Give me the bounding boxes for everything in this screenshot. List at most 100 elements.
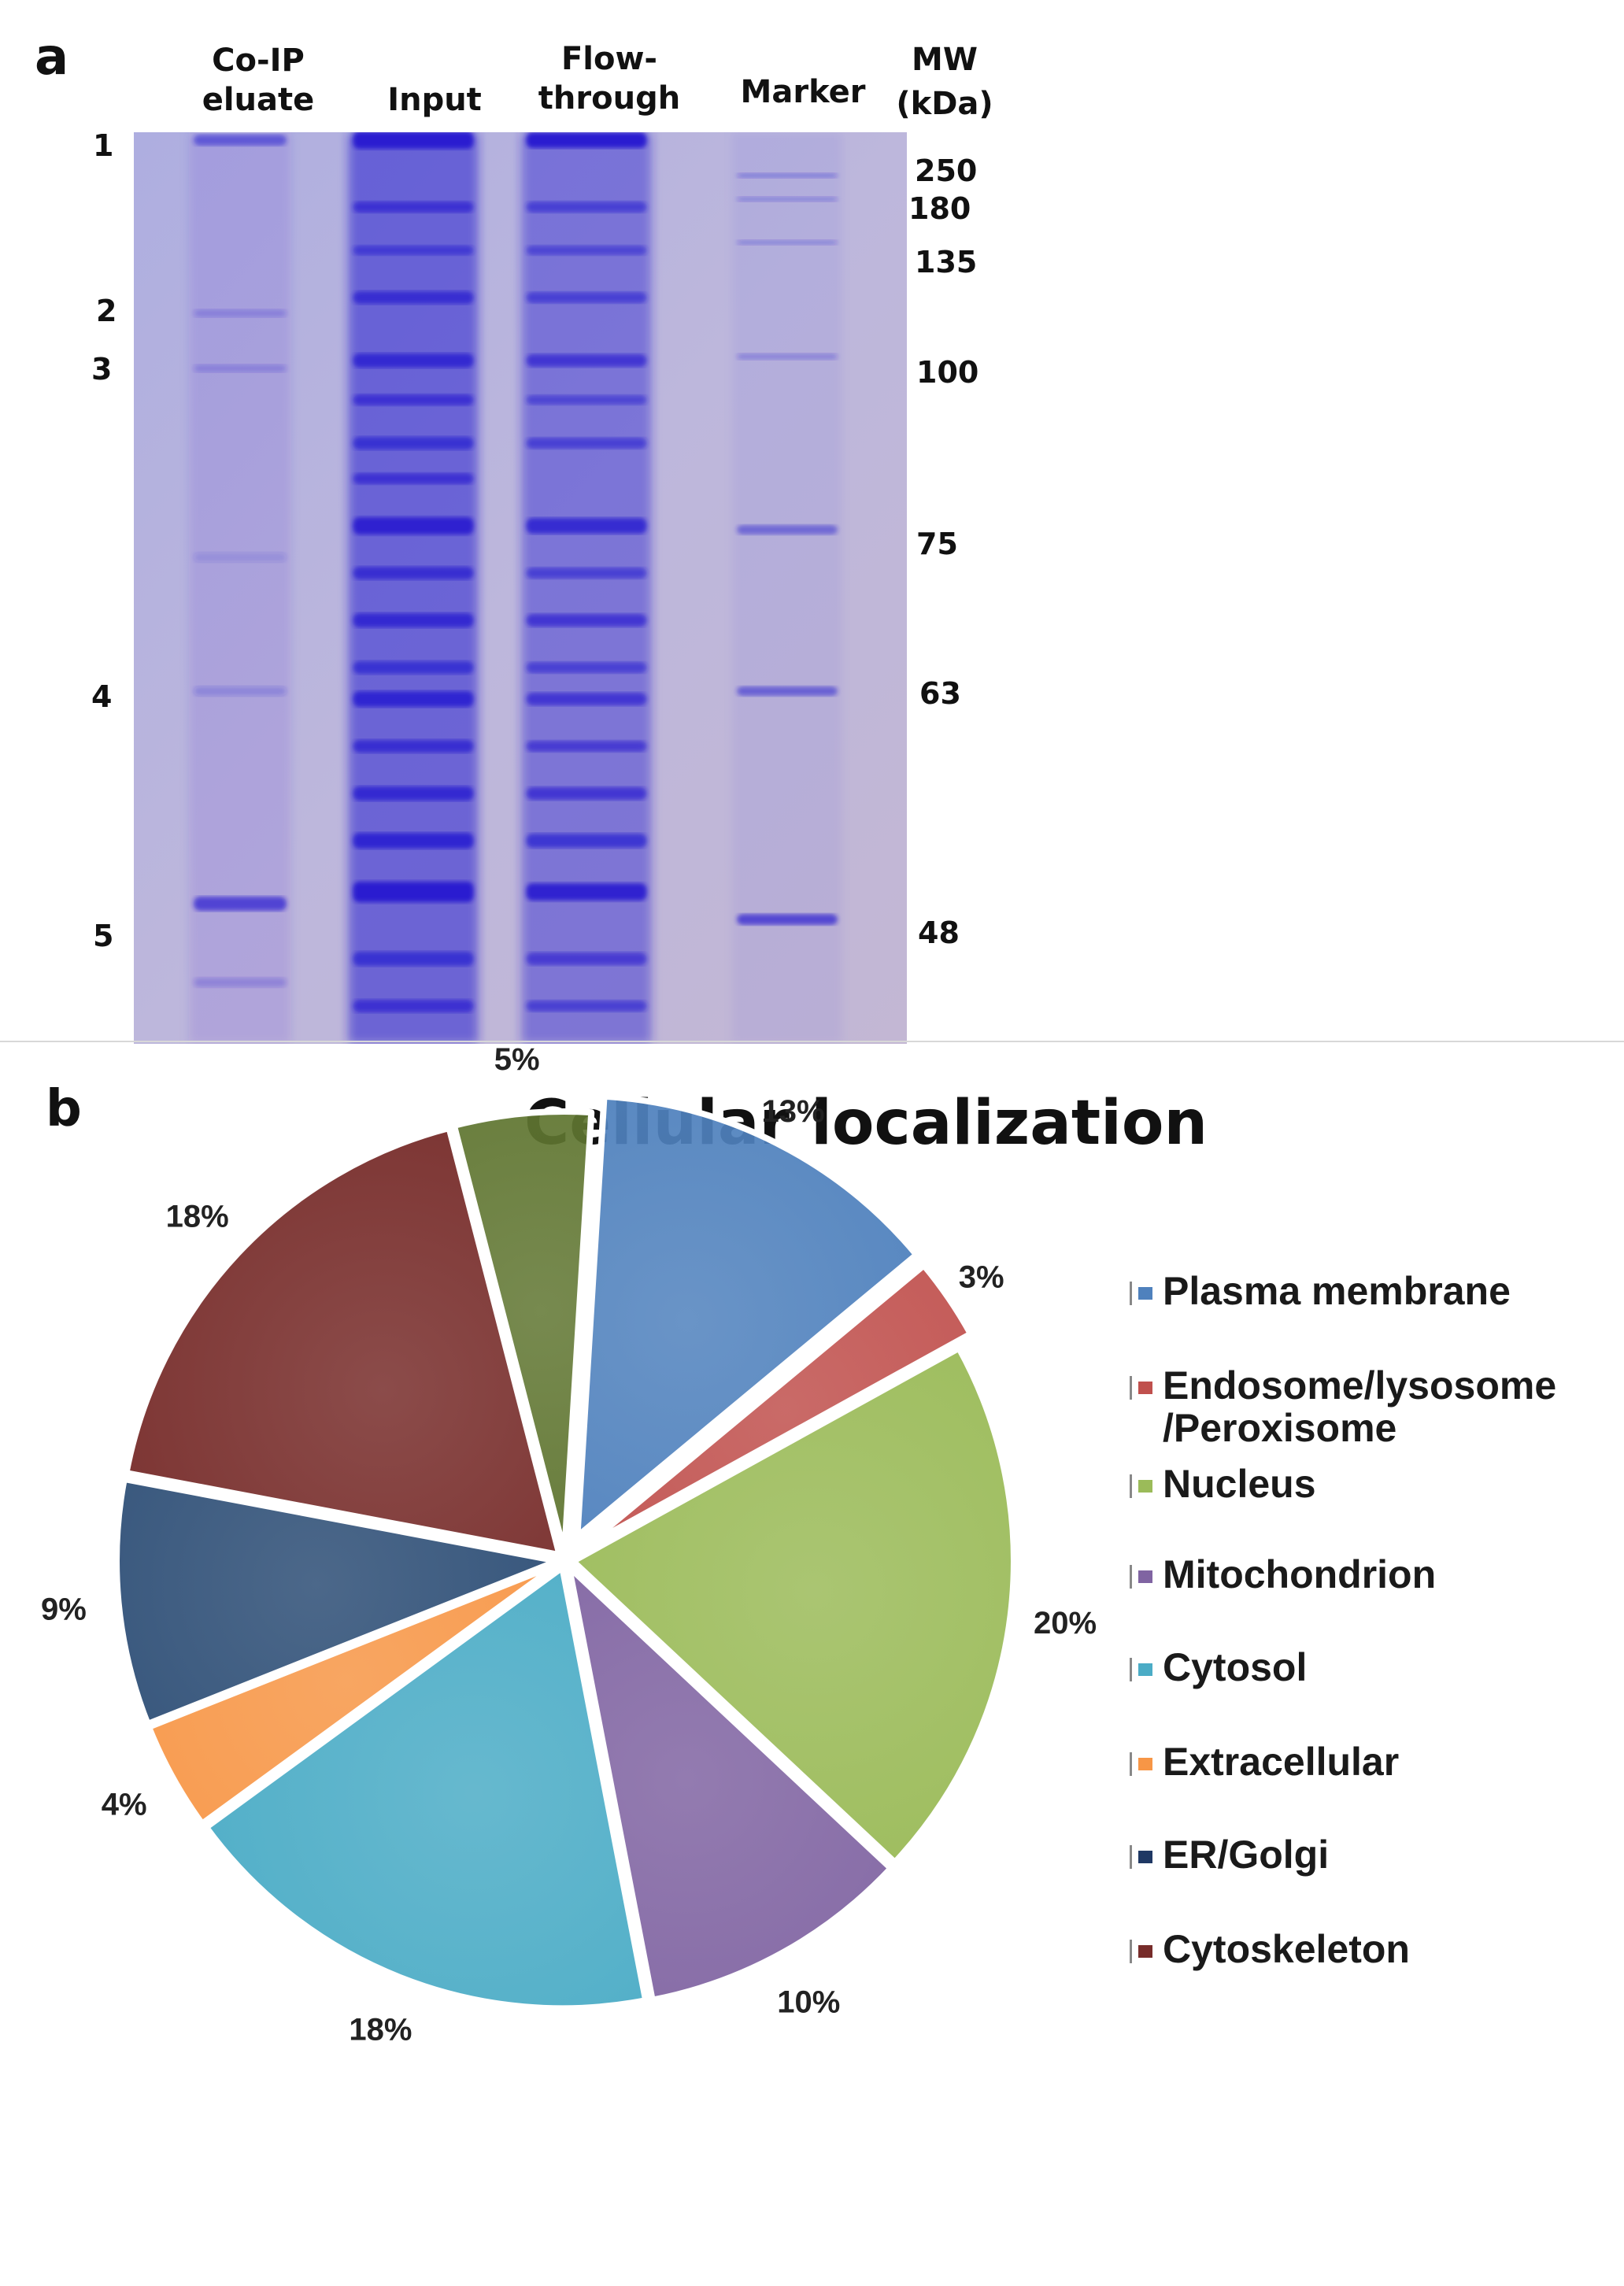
pie-slice-bevel [575,1095,919,1540]
gel-band [353,1000,474,1012]
lane-header-flowthrough-line2: through [538,80,681,117]
gel-lane-smear [521,132,652,1044]
legend-label: Cytoskeleton [1163,1927,1410,1971]
lane-header-coip: Co-IP eluate [164,41,353,120]
gel-svg [134,132,907,1044]
gel-band [353,291,474,304]
mw-header-line2: (kDa) [896,86,993,122]
lane-header-input-line2: Input [387,82,482,118]
mw-header-line1: MW [912,42,978,78]
pie-label-4pct: 4% [102,1787,147,1822]
gel-lane-marker [732,132,842,1044]
lane-header-marker-line1 [708,33,897,72]
band-number-5: 5 [93,919,114,953]
gel-band [526,1001,647,1012]
pie-slice-bevel [146,1563,560,1825]
pie-slice-mitochondrion [565,1563,894,2003]
pie-svg: 13%3%20%10%18%4%9%18%5% [41,1042,1097,2047]
gel-band [526,952,647,965]
pie-slice-unlabeled [450,1108,595,1556]
gel-band [353,437,474,449]
gel-band [526,292,647,303]
lane-header-input-line1 [340,41,529,80]
legend-label: Endosome/lysosome/Peroxisome [1163,1363,1557,1450]
lane-header-flowthrough: Flow- through [515,39,704,118]
gel-band [353,691,474,707]
gel-band [194,135,287,146]
gel-band [526,787,647,800]
pie-slice-cytoskeleton [123,1125,563,1559]
gel-lane-smear [348,132,479,1044]
gel-band [737,914,838,925]
gel-band [194,364,287,372]
legend-swatch [1130,1565,1156,1589]
legend-label: ER/Golgi [1163,1833,1330,1877]
gel-band [737,686,838,696]
legend-label: Cytosol [1163,1645,1308,1689]
legend-swatch [1130,1752,1156,1776]
pie-label-3pct: 3% [959,1260,1004,1294]
band-number-4: 4 [91,679,113,714]
gel-band [526,518,647,534]
gel-band [353,394,474,405]
legend-swatch [1130,1845,1156,1869]
band-number-3: 3 [91,352,113,387]
gel-lane-coip [189,132,291,1044]
gel-band [737,353,838,360]
gel-band [526,354,647,367]
gel-band [353,613,474,627]
pie-slice-plasma-membrane [574,1093,920,1540]
lane-header-marker-line2: Marker [740,74,866,110]
lane-header-flowthrough-line1: Flow- [560,41,658,77]
gel-band [737,197,838,202]
legend-label: Mitochondrion [1163,1552,1437,1596]
pie-slice-cytosol [202,1564,649,2012]
gel-band [353,246,474,255]
lane-header-coip-line1: Co-IP [212,43,305,79]
pie-slice-extracellular [145,1560,562,1827]
pie-slice-bevel [571,1346,1015,1864]
pie-slice-bevel [204,1565,647,2010]
legend-swatch [1130,1282,1156,1305]
pie-chart: 13%3%20%10%18%4%9%18%5% [0,1041,1102,2283]
pie-label-20pct: 20% [1034,1606,1097,1641]
gel-band [526,662,647,673]
gel-band [194,309,287,317]
legend-swatch [1130,1376,1156,1400]
gel-band [353,661,474,674]
pie-label-10pct: 10% [777,1985,840,2019]
mw-label-63: 63 [919,676,961,711]
gel-band [353,353,474,368]
pie-slice-nucleus [569,1345,1017,1866]
legend-swatch [1130,1658,1156,1681]
gel-band [194,897,287,911]
gel-band [737,173,838,178]
pie-slice-er-golgi [113,1475,561,1728]
pie-label-18pct: 18% [349,2012,412,2047]
gel-band [353,517,474,535]
gel-band [737,240,838,245]
legend-label: Nucleus [1163,1462,1316,1506]
gel-band [526,614,647,627]
gel-band [353,567,474,579]
lane-header-coip-line2: eluate [202,82,315,118]
legend-label: Extracellular [1163,1740,1400,1784]
mw-label-100: 100 [916,355,979,390]
gel-band [353,132,474,149]
gel-band [737,525,838,535]
pie-slice-bevel [567,1563,893,2002]
gel-band [526,883,647,901]
gel-lane-smear [732,132,842,1044]
mw-label-135: 135 [915,245,978,279]
gel-band [353,740,474,753]
gel-band [353,473,474,484]
gel-band [526,132,647,148]
gel-band [526,438,647,449]
pie-slice-endosome-lysosome-peroxisome [581,1262,975,1551]
pie-label-13pct: 13% [762,1094,825,1129]
legend-swatch [1130,1474,1156,1498]
lane-header-marker: Marker [708,33,897,112]
mw-label-180: 180 [908,191,971,226]
gel-lane-smear [189,132,291,1044]
band-number-1: 1 [93,128,114,163]
